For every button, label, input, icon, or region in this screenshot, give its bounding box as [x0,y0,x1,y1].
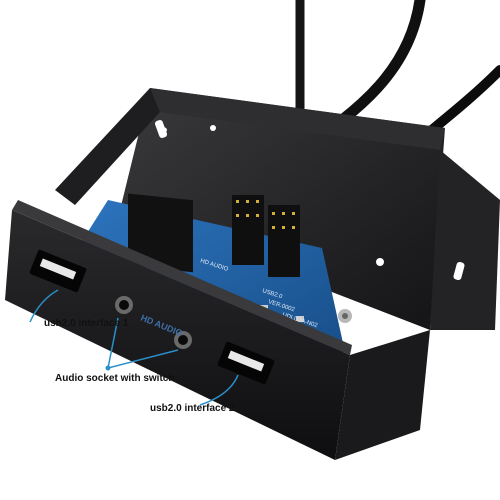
callout-usb-interface-1: usb2.0 interface 1 [44,318,129,329]
callout-lines [29,289,239,406]
callout-usb-interface-2: usb2.0 interface 2 [150,403,235,414]
headphone-jack-icon [115,296,192,349]
front-panel: HD AUDIO [5,200,430,460]
pin-header-icon [232,195,300,277]
callout-audio-socket: Audio socket with switch [55,373,175,384]
